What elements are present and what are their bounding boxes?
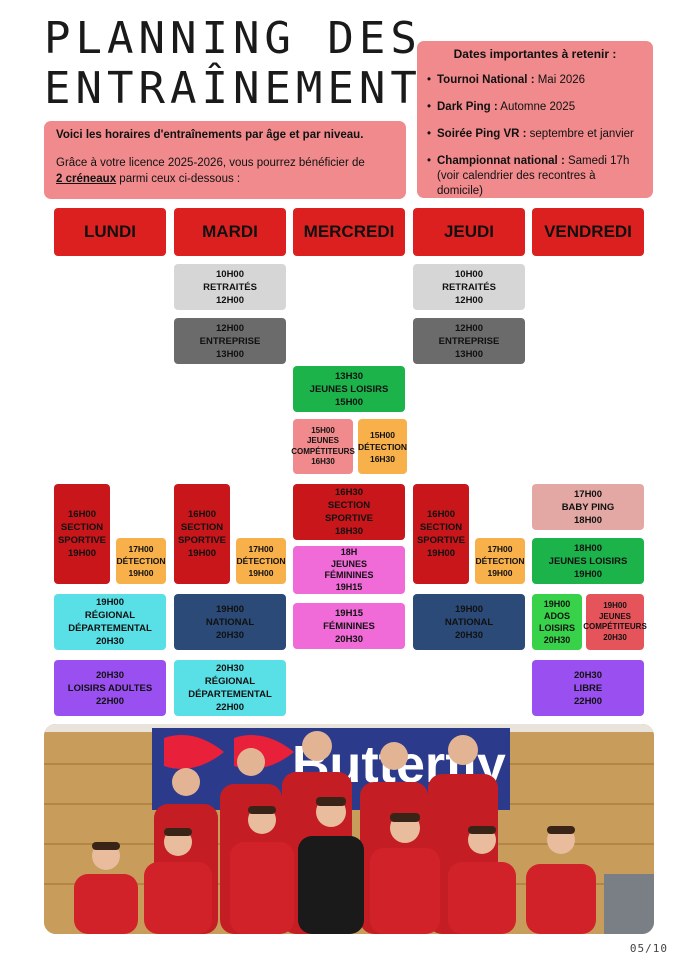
date-item-championnat: Championnat national : Samedi 17h(voir c…: [427, 154, 643, 199]
date-item-soiree-vr: Soirée Ping VR : septembre et janvier: [427, 127, 643, 142]
day-header-mardi: MARDI: [174, 208, 286, 256]
day-header-lundi: LUNDI: [54, 208, 166, 256]
page-title-line2: ENTRAÎNEMENTS: [44, 63, 454, 114]
date-item-tournoi: Tournoi National : Mai 2026: [427, 73, 643, 88]
intro-box: Voici les horaires d'entraînements par â…: [44, 121, 406, 199]
page-title: PLANNING DES ENTRAÎNEMENTS: [44, 13, 454, 114]
intro-line3: 2 créneaux parmi ceux ci-dessous :: [56, 173, 241, 185]
day-header-jeudi: JEUDI: [413, 208, 525, 256]
important-dates-heading: Dates importantes à retenir :: [453, 47, 617, 61]
intro-line1: Voici les horaires d'entraînements par â…: [56, 129, 364, 141]
butterfly-logo-icon: [164, 735, 224, 769]
players: [74, 731, 596, 934]
team-photo: Butterfly: [44, 724, 654, 934]
intro-line2: Grâce à votre licence 2025-2026, vous po…: [56, 157, 365, 169]
day-header-mercredi: MERCREDI: [293, 208, 405, 256]
page-number: 05/10: [629, 942, 668, 955]
date-item-dark-ping: Dark Ping : Automne 2025: [427, 100, 643, 115]
day-header-vendredi: VENDREDI: [532, 208, 644, 256]
page-title-line1: PLANNING DES: [44, 13, 422, 64]
team-photo-illustration: Butterfly: [44, 724, 654, 934]
important-dates-list: Tournoi National : Mai 2026 Dark Ping : …: [427, 73, 643, 199]
important-dates-box: Dates importantes à retenir : Tournoi Na…: [417, 41, 653, 198]
